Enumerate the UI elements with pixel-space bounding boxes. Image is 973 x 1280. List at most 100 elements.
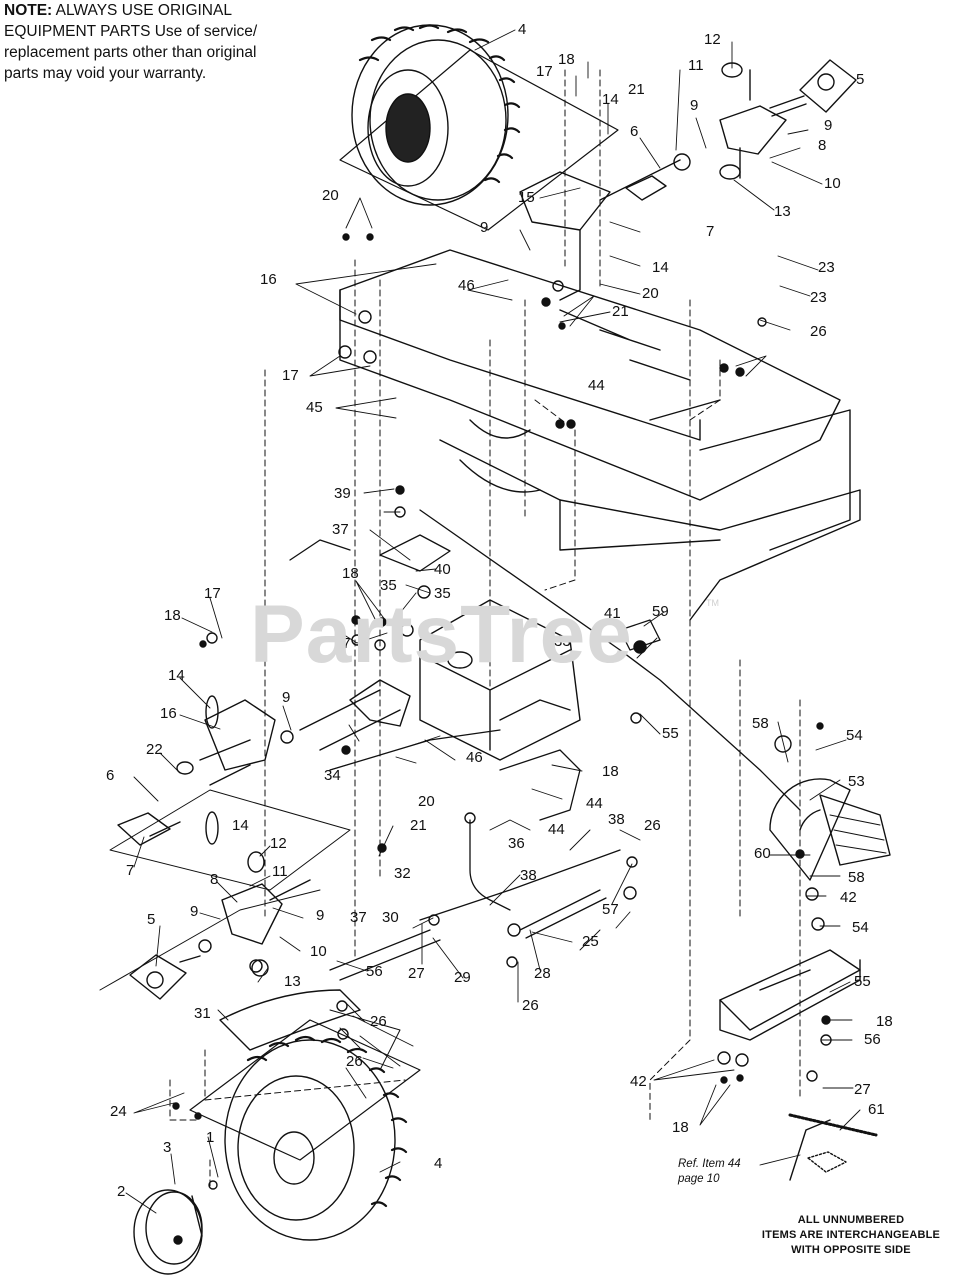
callout-17-left: 17 bbox=[204, 585, 221, 602]
callout-6-left: 6 bbox=[106, 767, 114, 784]
reference-line1: Ref. Item 44 bbox=[678, 1158, 741, 1170]
note-line1: ALWAYS USE ORIGINAL bbox=[55, 2, 232, 19]
callout-1: 1 bbox=[206, 1129, 214, 1146]
note-line4: parts may void your warranty. bbox=[4, 65, 207, 82]
footer-line3: WITH OPPOSITE SIDE bbox=[791, 1244, 911, 1256]
steering-arm-top bbox=[719, 62, 787, 180]
left-bracket bbox=[199, 695, 276, 845]
callout-47: 53 bbox=[848, 773, 865, 790]
callout-4-top: 4 bbox=[518, 21, 526, 38]
callout-25-low: 26 bbox=[346, 1053, 363, 1070]
footer-note: ALL UNNUMBERED ITEMS ARE INTERCHANGEABLE… bbox=[738, 1213, 964, 1258]
note-line3: replacement parts other than original bbox=[4, 44, 257, 61]
callout-25-right: 26 bbox=[644, 817, 661, 834]
callout-23-top: 23 bbox=[810, 289, 827, 306]
callout-26-top: 26 bbox=[810, 323, 827, 340]
callout-43: 44 bbox=[586, 795, 603, 812]
callout-52-left: 56 bbox=[366, 963, 383, 980]
axle-plate bbox=[219, 989, 361, 1051]
hub-top bbox=[769, 59, 857, 117]
callout-42-right: 42 bbox=[840, 889, 857, 906]
callout-54: 58 bbox=[848, 869, 865, 886]
callout-9-top-c: 9 bbox=[480, 219, 488, 236]
callout-6-top: 6 bbox=[630, 123, 638, 140]
callout-11-top: 11 bbox=[688, 57, 704, 74]
callout-28: 29 bbox=[454, 969, 471, 986]
callout-5-left: 5 bbox=[147, 911, 155, 928]
left-hub bbox=[129, 954, 201, 1000]
pedal-bracket bbox=[719, 949, 861, 1181]
brake-quadrant bbox=[769, 778, 891, 881]
callout-21-left: 22 bbox=[146, 741, 163, 758]
callout-37-left: 37 bbox=[350, 909, 367, 926]
main-frame bbox=[339, 249, 861, 621]
callout-17-top: 17 bbox=[536, 63, 553, 80]
callout-14-mid: 14 bbox=[652, 259, 669, 276]
callout-3: 3 bbox=[163, 1139, 171, 1156]
callout-15-left: 16 bbox=[160, 705, 177, 722]
callout-11-left: 11 bbox=[272, 863, 288, 880]
callout-52-right: 57 bbox=[602, 901, 619, 918]
callout-15-top: 15 bbox=[518, 189, 535, 206]
callout-45: 45 bbox=[306, 399, 323, 416]
callout-42-left: 42 bbox=[630, 1073, 647, 1090]
callout-17-left-b: 17 bbox=[334, 635, 351, 652]
callout-12-top: 12 bbox=[704, 31, 721, 48]
callout-25-left: 26 bbox=[370, 1013, 387, 1030]
callout-30: 31 bbox=[194, 1005, 211, 1022]
callout-26-right: 27 bbox=[854, 1081, 871, 1098]
note-heading: NOTE: bbox=[4, 2, 53, 19]
callout-14-top: 14 bbox=[602, 91, 619, 108]
guide-lines bbox=[169, 69, 801, 1191]
rear-tire-top bbox=[339, 24, 619, 231]
callout-33: 34 bbox=[324, 767, 341, 784]
warranty-note: NOTE: ALWAYS USE ORIGINAL EQUIPMENT PART… bbox=[4, 0, 304, 84]
callout-35-mid: 35 bbox=[434, 585, 451, 602]
callout-labels: 4 12 18 17 11 5 21 14 9 9 6 8 10 15 20 1… bbox=[106, 21, 893, 1200]
callout-18-low: 18 bbox=[672, 1119, 689, 1136]
callout-46-top: 46 bbox=[458, 277, 475, 294]
callout-7-top: 7 bbox=[706, 223, 714, 240]
note-line2: EQUIPMENT PARTS Use of service/ bbox=[4, 23, 258, 40]
callout-31: 32 bbox=[394, 865, 411, 882]
callout-55: 59 bbox=[652, 603, 669, 620]
linkages bbox=[289, 509, 801, 981]
callout-22: 23 bbox=[818, 259, 835, 276]
callout-46-mid: 46 bbox=[466, 749, 483, 766]
leader-lines bbox=[125, 29, 861, 1214]
callout-37-right: 38 bbox=[608, 811, 625, 828]
callout-20-mid: 21 bbox=[612, 303, 629, 320]
left-u-joint bbox=[117, 761, 194, 846]
callout-50-low: 56 bbox=[864, 1031, 881, 1048]
callout-19-top: 20 bbox=[642, 285, 659, 302]
callout-44-mid: 44 bbox=[548, 821, 565, 838]
callout-19-mid: 20 bbox=[418, 793, 435, 810]
callout-49: 54 bbox=[846, 727, 863, 744]
callout-7-left: 7 bbox=[126, 862, 134, 879]
ref-item-part bbox=[807, 1151, 847, 1173]
callout-13-top: 13 bbox=[774, 203, 791, 220]
callout-41: 41 bbox=[604, 605, 621, 622]
callout-23-left: 24 bbox=[110, 1103, 127, 1120]
callout-29: 30 bbox=[382, 909, 399, 926]
callout-40: 40 bbox=[434, 561, 451, 578]
callout-26-mid: 26 bbox=[522, 997, 539, 1014]
callout-53: 58 bbox=[752, 715, 769, 732]
callout-18-mid: 18 bbox=[342, 565, 359, 582]
callout-34: 35 bbox=[380, 577, 397, 594]
callout-16: 16 bbox=[260, 271, 277, 288]
callout-36: 37 bbox=[332, 521, 349, 538]
callout-51: 55 bbox=[854, 973, 871, 990]
small-hardware bbox=[172, 233, 832, 1190]
callout-20-left: 21 bbox=[410, 817, 427, 834]
callout-18-right: 18 bbox=[602, 763, 619, 780]
callout-18-br: 18 bbox=[876, 1013, 893, 1030]
callout-32: 33 bbox=[554, 633, 571, 650]
watermark: PartsTree bbox=[250, 589, 633, 680]
callout-56: 60 bbox=[754, 845, 771, 862]
footer-line2: ITEMS ARE INTERCHANGEABLE bbox=[761, 1229, 941, 1241]
callout-8-top: 8 bbox=[818, 137, 826, 154]
callout-14-left: 14 bbox=[168, 667, 185, 684]
callout-5-top: 5 bbox=[856, 71, 864, 88]
spring bbox=[788, 1113, 878, 1137]
